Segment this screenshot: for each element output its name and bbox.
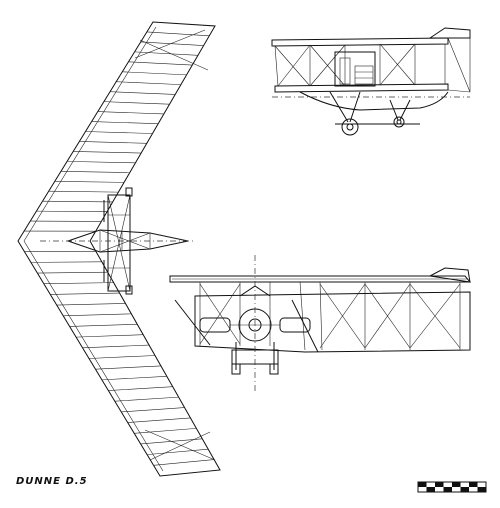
wing-rib [82, 344, 150, 349]
wing-rib [153, 459, 215, 466]
wing-rib [146, 31, 210, 37]
wing-rib [67, 161, 136, 164]
wing-rib [134, 51, 198, 56]
wing-rib [30, 261, 102, 263]
wing-rib [76, 334, 144, 338]
wing-rib [122, 71, 187, 76]
wing-rib [128, 61, 193, 66]
wing-rib [63, 313, 132, 317]
wing-rib [85, 131, 153, 134]
wing-rib [79, 141, 147, 144]
wing-rib [110, 91, 176, 95]
side-view [271, 27, 471, 136]
wing-rib [69, 323, 138, 327]
plan-wing-outline [17, 21, 221, 477]
wing-rib [60, 171, 130, 173]
wing-rib [103, 101, 170, 105]
wing-rib [116, 81, 181, 85]
plan-wing-ribs-upper [24, 31, 210, 232]
wing-rib [134, 428, 197, 434]
drawing-caption: DUNNE D.5 [16, 476, 88, 487]
wing-rib [114, 396, 179, 402]
front-right-propeller [291, 299, 319, 353]
wing-rib [101, 376, 167, 381]
wing-rib [147, 448, 209, 455]
wing-rib [37, 271, 108, 274]
side-main-wheel [341, 118, 359, 136]
wing-rib [54, 180, 125, 183]
scale-bar [417, 481, 487, 493]
wing-rib [50, 292, 120, 295]
wing-rib [56, 303, 126, 306]
plan-center-section [107, 187, 133, 295]
wing-rib [108, 386, 173, 391]
wing-rib [43, 282, 114, 285]
plan-wing-ribs-lower [24, 251, 215, 466]
front-view [169, 255, 472, 392]
side-rear-wheel [393, 116, 405, 128]
wing-rib [73, 151, 142, 154]
wing-rib [140, 41, 204, 46]
wing-rib [121, 407, 185, 413]
wing-rib [127, 417, 191, 423]
wing-rib [42, 200, 113, 203]
front-left-propeller [174, 299, 211, 346]
wing-rib [95, 365, 161, 370]
wing-rib [97, 111, 164, 115]
wing-rib [48, 190, 119, 193]
wing-rib [91, 121, 159, 125]
wing-rib [88, 355, 156, 359]
plan-view [17, 21, 221, 477]
wing-rib [36, 210, 108, 212]
